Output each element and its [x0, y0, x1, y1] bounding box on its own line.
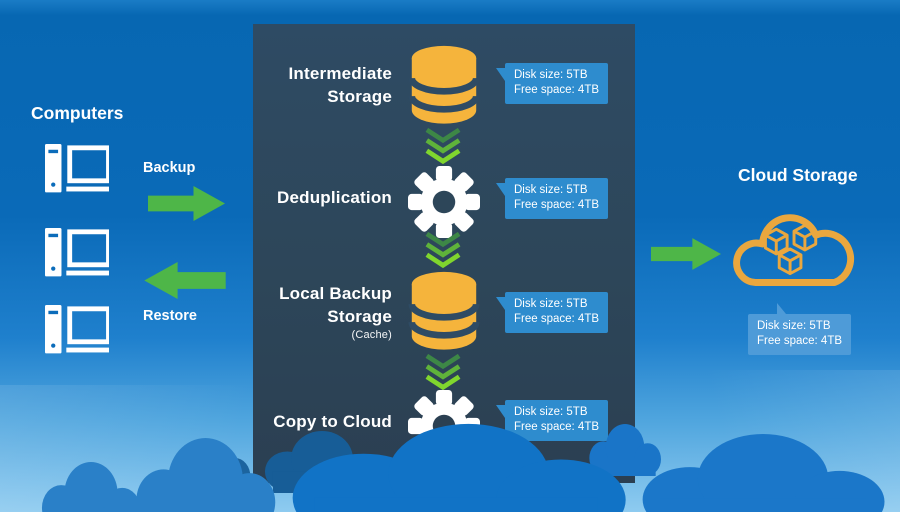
cache-sublabel: (Cache) [351, 329, 392, 341]
cloud-shape [268, 421, 638, 512]
backup-label: Backup [143, 160, 196, 176]
tooltip-tail [496, 297, 505, 310]
database-icon [408, 44, 480, 125]
tooltip-tail [777, 303, 786, 314]
chevron-down-icon [424, 353, 462, 394]
tooltip-tail [496, 183, 505, 196]
tooltip-tail [496, 405, 505, 418]
computer-icon [45, 303, 111, 354]
cube-icon [763, 223, 818, 276]
disk-tooltip: Disk size: 5TB Free space: 4TB [496, 400, 609, 441]
cloud-shape [628, 434, 898, 512]
computer-icon [45, 142, 111, 193]
cloud-shape [36, 462, 146, 512]
pipeline-panel: Intermediate Storage Disk size: 5TB Free… [253, 24, 635, 483]
restore-label: Restore [143, 308, 197, 324]
database-icon [408, 270, 480, 351]
computers-heading: Computers [31, 103, 124, 123]
cloud-storage-icon [722, 199, 870, 293]
to-cloud-arrow-icon [651, 237, 721, 271]
stage-label-local-backup-storage: Local Backup Storage (Cache) [222, 282, 392, 343]
disk-tooltip: Disk size: 5TB Free space: 4TB [496, 292, 609, 333]
disk-tooltip: Disk size: 5TB Free space: 4TB [496, 63, 609, 104]
chevron-down-icon [424, 127, 462, 168]
disk-tooltip: Disk size: 5TB Free space: 4TB [496, 178, 609, 219]
chevron-down-icon [424, 231, 462, 272]
stage-label-intermediate-storage: Intermediate Storage [288, 64, 392, 106]
backup-arrow-icon [143, 186, 230, 221]
computer-icon [45, 226, 111, 277]
restore-arrow-icon [141, 262, 229, 299]
cloud-storage-heading: Cloud Storage [738, 165, 858, 185]
stage-label-copy-to-cloud: Copy to Cloud [273, 412, 392, 431]
stage-label-deduplication: Deduplication [277, 188, 392, 207]
cloud-shape [585, 424, 665, 476]
gear-icon [408, 166, 480, 238]
cloud-shape [128, 438, 283, 512]
disk-tooltip: Disk size: 5TB Free space: 4TB [748, 303, 852, 355]
tooltip-tail [496, 68, 505, 81]
